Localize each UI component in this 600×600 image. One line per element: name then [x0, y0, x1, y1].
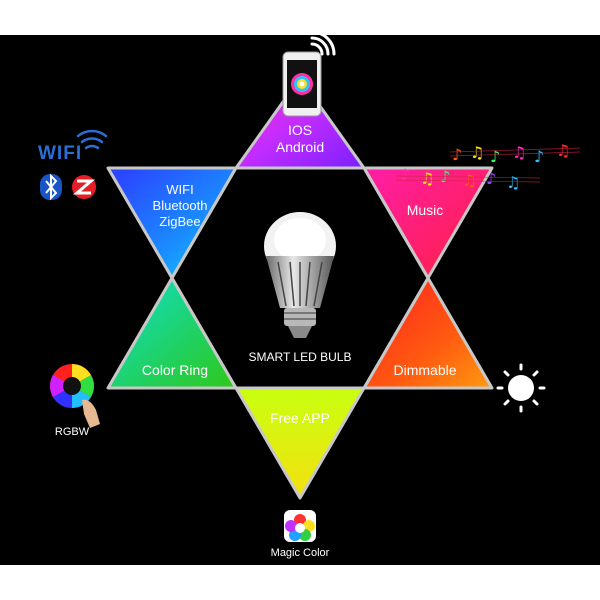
svg-text:♪: ♪ [452, 145, 462, 164]
label-bottom: Free APP [270, 410, 330, 426]
svg-text:♪: ♪ [486, 169, 496, 188]
bluetooth-icon [40, 173, 62, 201]
label-lower-right: Dimmable [393, 362, 457, 378]
label-upper-right: Music [406, 202, 444, 218]
magic-color-app-icon [284, 510, 316, 542]
label-top-line1: IOS [287, 122, 313, 138]
svg-text:♪: ♪ [400, 165, 410, 184]
label-upper-left-line2: Bluetooth [152, 198, 208, 213]
rgbw-label: RGBW [54, 426, 90, 438]
wifi-logo-text: WIFI [38, 143, 83, 164]
label-upper-left: WIFI Bluetooth ZigBee [130, 182, 230, 230]
svg-text:♫: ♫ [420, 169, 434, 188]
color-wheel-icon [50, 364, 100, 428]
zigbee-icon [72, 175, 96, 199]
label-upper-left-line1: WIFI [166, 182, 194, 197]
svg-text:♪: ♪ [534, 147, 544, 166]
phone-icon [282, 51, 322, 117]
center-label: SMART LED BULB [248, 350, 352, 364]
svg-text:♫: ♫ [556, 141, 570, 160]
sun-icon [496, 363, 546, 413]
label-upper-left-line3: ZigBee [159, 214, 201, 229]
wifi-signal-icon [310, 30, 336, 56]
label-top-line2: Android [275, 139, 325, 155]
svg-text:♫: ♫ [462, 171, 476, 190]
label-top: IOS Android [250, 122, 350, 156]
svg-text:♪: ♪ [490, 147, 500, 166]
triangle-bottom [234, 386, 366, 500]
led-bulb-icon [264, 212, 336, 338]
label-lower-left: Color Ring [141, 362, 209, 378]
svg-text:♫: ♫ [470, 143, 484, 162]
magic-color-label: Magic Color [270, 547, 330, 559]
music-notes-icon: ♪ ♫ ♪ ♫ ♪ ♫ ♪ ♫ ♪ ♫ ♪ ♫ [395, 141, 581, 192]
wifi-logo-waves [76, 129, 108, 150]
svg-text:♫: ♫ [506, 173, 520, 192]
svg-text:♫: ♫ [512, 143, 526, 162]
